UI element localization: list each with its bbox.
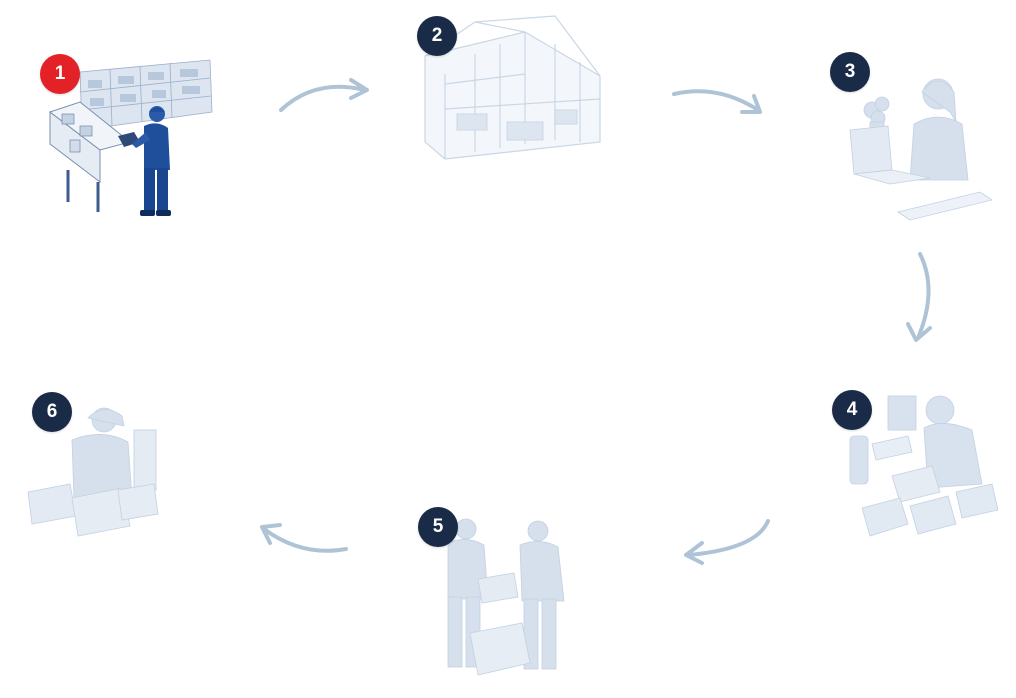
step-5[interactable]: 5	[418, 505, 588, 695]
worker-packing-illustration	[849, 395, 999, 537]
step-3-badge: 3	[830, 52, 870, 92]
step-4-badge: 4	[832, 390, 872, 430]
step-6-badge: 6	[32, 392, 72, 432]
step-5-badge: 5	[418, 507, 458, 547]
warehouse-worker-illustration	[48, 59, 213, 216]
step-1[interactable]: 1	[40, 52, 220, 232]
step-3[interactable]: 3	[830, 52, 995, 227]
handover-illustration	[447, 518, 565, 676]
step-2-badge: 2	[417, 16, 457, 56]
warehouse-building-illustration	[424, 15, 601, 160]
worker-scanning-illustration	[27, 407, 159, 537]
step-6[interactable]: 6	[22, 390, 172, 550]
person-at-laptop-illustration	[849, 78, 993, 221]
arrow-5-to-6	[260, 523, 348, 553]
step-1-badge: 1	[40, 54, 80, 94]
arrow-1-to-2	[279, 78, 369, 112]
step-2[interactable]: 2	[415, 14, 605, 164]
arrow-3-to-4	[906, 252, 932, 342]
arrow-4-to-5	[684, 519, 770, 565]
step-4[interactable]: 4	[832, 388, 1012, 558]
arrow-2-to-3	[672, 89, 762, 114]
